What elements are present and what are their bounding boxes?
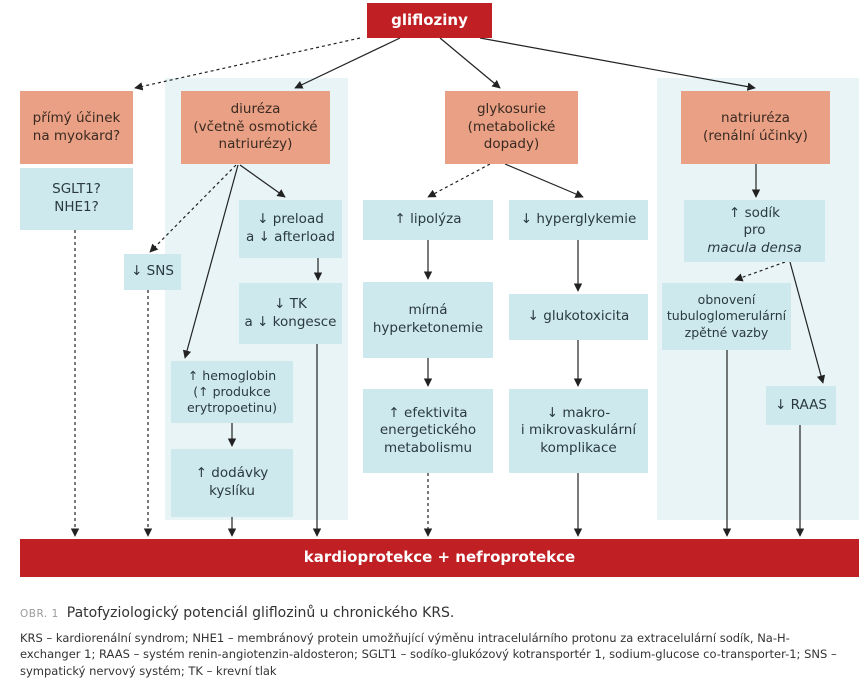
node-text: ↓ hyperglykemie [520,211,637,228]
node-lipolysis: ↑ lipolýza [363,200,493,240]
legend-value: – systém renin-angiotenzin-aldosteron; [129,647,362,662]
node-text: tubuloglomerulární [666,308,787,324]
node-text-italic: macula densa [707,239,802,256]
node-text: ↓ makro- [546,404,611,421]
legend-key: TK [188,663,203,678]
node-text: zpětné vazby [684,324,769,340]
node-text: ↓ TK [274,295,307,312]
node-glucotoxicity: ↓ glukotoxicita [509,294,648,340]
node-text: (↑ produkce [193,383,271,399]
node-text: dopady) [483,136,540,153]
legend-key: SGLT1 [361,647,397,662]
node-text: ↑ lipolýza [394,211,462,228]
node-text: pro macula densa [707,222,801,257]
node-text: komplikace [540,439,617,456]
node-text: (renální účinky) [703,127,808,144]
node-text: natriuréza [721,109,790,126]
node-text: NHE1? [54,199,99,215]
node-text: kyslíku [209,483,255,499]
node-text: glifloziny [391,10,468,29]
figure-title: Patofyziologický potenciál gliflozinů u … [66,605,455,621]
legend-key: SNS [804,647,828,662]
node-raas: ↓ RAAS [766,386,836,425]
node-text: a ↓ afterload [246,229,335,245]
node-text: kardioprotekce + nefroprotekce [303,548,576,567]
node-text: na myokard? [32,127,121,144]
figure-label: OBR. 1 [20,608,59,620]
node-text: a ↓ kongesce [244,313,337,330]
node-text: ↑ efektivita [388,404,468,421]
node-text-prefix: pro [743,222,766,239]
node-sns: ↓ SNS [124,254,181,290]
node-text: ↓ SNS [131,263,174,280]
node-text: i mikrovaskulární [520,422,637,439]
legend-key: NHE1 [192,631,225,645]
node-glifloziny: glifloziny [367,3,492,38]
legend-value: – sodíko-glukózový kotransportér 1, sodi… [396,647,805,662]
legend-value: – membránový protein umožňující výměnu i… [20,631,790,662]
node-cardio-nephro: kardioprotekce + nefroprotekce [20,539,859,577]
legend-key: RAAS [99,647,130,662]
legend-value: – krevní tlak [202,663,277,678]
node-text: ↑ dodávky [195,465,269,482]
node-text: mírná [408,302,448,319]
node-text: ↓ preload [257,211,324,228]
node-text: SGLT1? [52,181,101,198]
node-text: glykosurie [476,101,547,118]
node-hyperglycemia: ↓ hyperglykemie [509,200,648,240]
node-text: erytropoetinu) [186,400,277,416]
node-text: energetického [379,422,477,439]
node-text: ↓ RAAS [775,396,827,413]
figure-caption: OBR. 1 Patofyziologický potenciál glifloz… [20,605,454,621]
node-text: natriurézy) [218,136,293,153]
legend-value: – sympatický nervový systém; [20,647,837,678]
node-text: ↑ hemoglobin [187,367,277,383]
node-text: diuréza [230,101,281,118]
node-sglt1-nhe1: SGLT1?NHE1? [20,168,133,230]
node-text: (včetně osmotické [193,118,318,135]
node-text: (metabolické [467,118,556,135]
node-natriuresis: natriuréza(renální účinky) [681,91,830,164]
node-text: hyperketonemie [372,320,484,336]
node-text: metabolismu [383,439,473,456]
legend-key: KRS [20,631,43,645]
node-text: ↑ sodík [728,204,781,221]
node-text: přímý účinek [32,109,121,126]
legend-value: – kardiorenální syndrom; [42,631,193,645]
node-text: ↓ glukotoxicita [527,308,630,325]
node-text: obnovení [697,292,756,308]
abbreviation-legend: KRS – kardiorenální syndrom; NHE1 – memb… [20,630,850,679]
